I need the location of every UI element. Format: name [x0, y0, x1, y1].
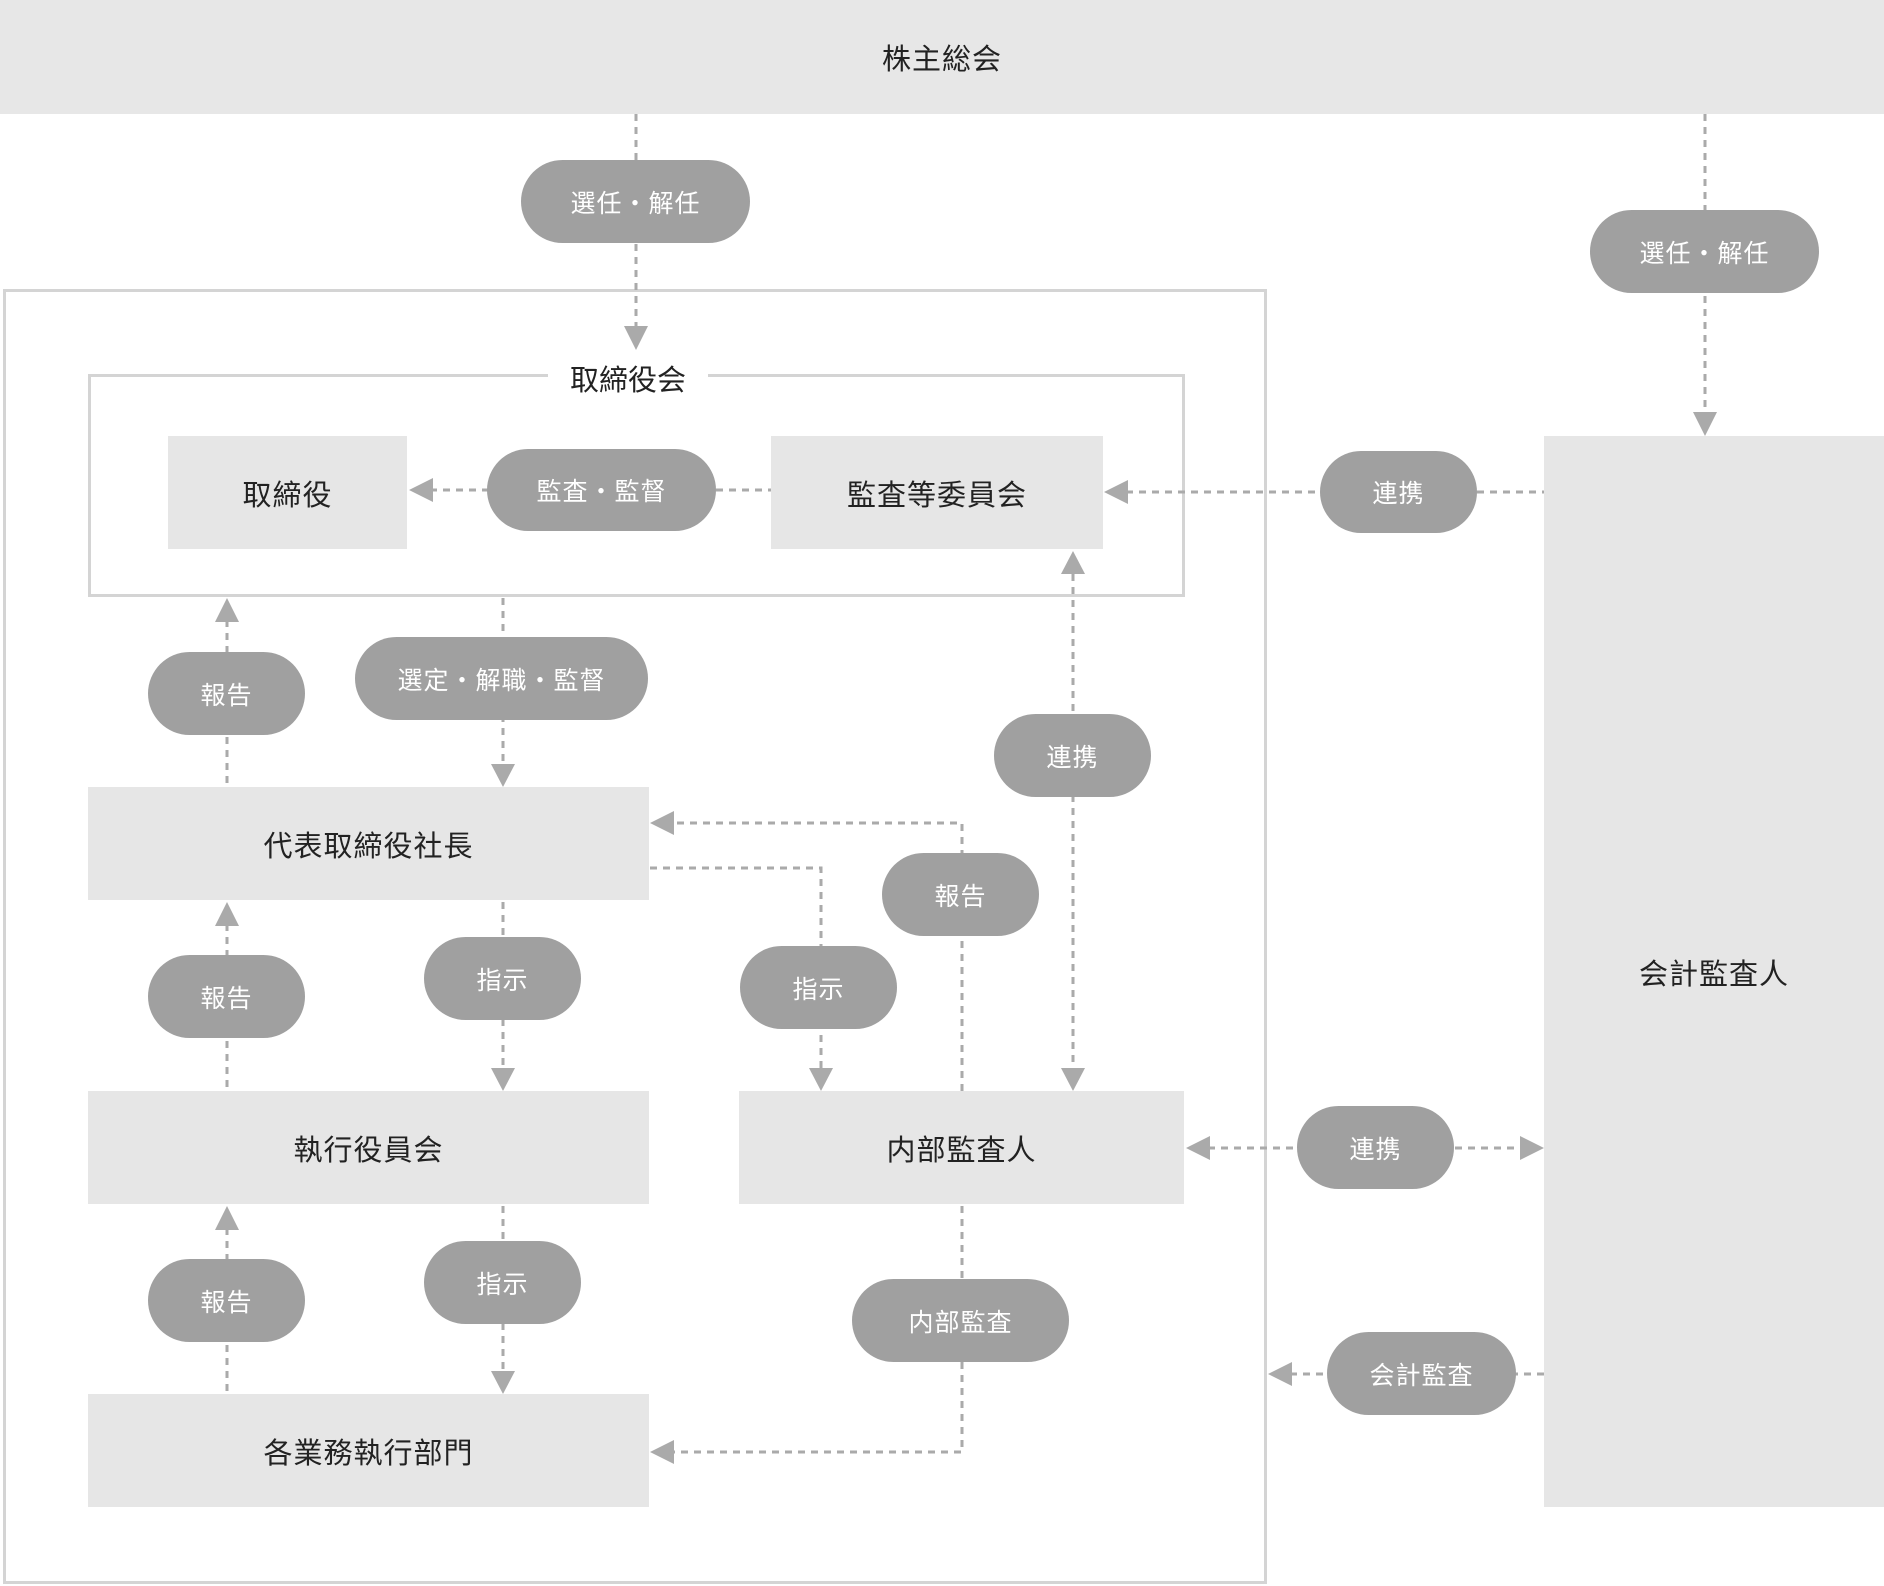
edge-label-text: 監査・監督	[536, 477, 667, 506]
edge-label-text: 指示	[476, 1269, 529, 1299]
edge-label-appoint-board: 選任・解任	[521, 160, 750, 243]
edge-label-select-dismiss-supervise: 選定・解職・監督	[355, 637, 648, 720]
executive-board-node: 執行役員会	[88, 1091, 649, 1204]
shareholders-meeting-label: 株主総会	[881, 42, 1002, 76]
arrow-right-icon	[1520, 1136, 1544, 1160]
business-divisions-label: 各業務執行部門	[263, 1435, 474, 1470]
edge-label-text: 指示	[476, 965, 529, 995]
shareholders-meeting: 株主総会	[0, 0, 1884, 114]
arrow-up-icon	[215, 1206, 239, 1230]
arrow-up-icon	[1061, 551, 1085, 574]
edge-label-internal-audit: 内部監査	[852, 1279, 1069, 1362]
arrow-left-icon	[1104, 480, 1128, 504]
line-report-internal-president	[672, 821, 964, 1091]
president-node: 代表取締役社長	[88, 787, 649, 900]
edge-label-instruct-divisions: 指示	[424, 1241, 581, 1324]
edge-label-text: 会計監査	[1369, 1360, 1474, 1390]
edge-label-text: 報告	[200, 1287, 253, 1317]
edge-label-text: 指示	[792, 974, 845, 1004]
arrow-down-icon	[809, 1068, 833, 1091]
internal-auditor-node: 内部監査人	[739, 1091, 1184, 1204]
president-label: 代表取締役社長	[263, 828, 474, 863]
arrow-left-icon	[409, 478, 433, 502]
accounting-auditor-label: 会計監査人	[1638, 956, 1789, 991]
edge-label-report-exec-president: 報告	[148, 955, 305, 1038]
edge-label-report-president-board: 報告	[148, 652, 305, 735]
edge-label-text: 選任・解任	[570, 188, 701, 218]
edge-label-cooperate-committee-internal: 連携	[994, 714, 1151, 797]
arrow-down-icon	[624, 326, 648, 350]
directors-node: 取締役	[168, 436, 407, 549]
edge-label-text: 連携	[1349, 1134, 1402, 1164]
audit-committee-label: 監査等委員会	[846, 477, 1027, 512]
arrow-down-icon	[491, 764, 515, 787]
edge-label-cooperate-committee-auditor: 連携	[1320, 451, 1477, 533]
business-divisions-node: 各業務執行部門	[88, 1394, 649, 1507]
arrow-down-icon	[1061, 1068, 1085, 1091]
arrow-left-icon	[1268, 1362, 1292, 1386]
edge-label-accounting-audit: 会計監査	[1327, 1332, 1516, 1415]
edge-label-report-divisions-exec: 報告	[148, 1259, 305, 1342]
arrow-up-icon	[215, 902, 239, 926]
edge-label-text: 選定・解職・監督	[397, 665, 606, 695]
edge-label-instruct-exec: 指示	[424, 937, 581, 1020]
edge-label-text: 報告	[934, 881, 987, 911]
arrow-down-icon	[1693, 412, 1717, 436]
edge-label-text: 連携	[1046, 742, 1099, 772]
edge-label-text: 選任・解任	[1639, 238, 1770, 268]
edge-label-report-internal-president: 報告	[882, 853, 1039, 936]
arrow-left-icon	[650, 1440, 674, 1464]
arrow-left-icon	[650, 811, 674, 835]
edge-label-text: 内部監査	[908, 1307, 1013, 1337]
edge-label-text: 連携	[1372, 479, 1425, 508]
edge-label-appoint-auditor: 選任・解任	[1590, 210, 1819, 293]
arrow-up-icon	[215, 598, 239, 622]
executive-board-label: 執行役員会	[293, 1132, 444, 1167]
audit-committee-node: 監査等委員会	[771, 436, 1103, 549]
arrow-down-icon	[491, 1371, 515, 1394]
board-of-directors-label: 取締役会	[548, 356, 709, 400]
arrow-down-icon	[491, 1068, 515, 1091]
edge-label-text: 報告	[200, 983, 253, 1013]
edge-label-audit-supervise: 監査・監督	[487, 449, 716, 531]
company-frame	[3, 289, 1267, 1584]
edge-label-text: 報告	[200, 680, 253, 710]
directors-label: 取締役	[242, 477, 333, 512]
arrow-left-icon	[1186, 1136, 1210, 1160]
accounting-auditor-node: 会計監査人	[1544, 436, 1884, 1507]
internal-auditor-label: 内部監査人	[886, 1132, 1037, 1167]
edge-label-cooperate-internal-auditor: 連携	[1297, 1106, 1454, 1189]
edge-label-instruct-internal: 指示	[740, 946, 897, 1029]
